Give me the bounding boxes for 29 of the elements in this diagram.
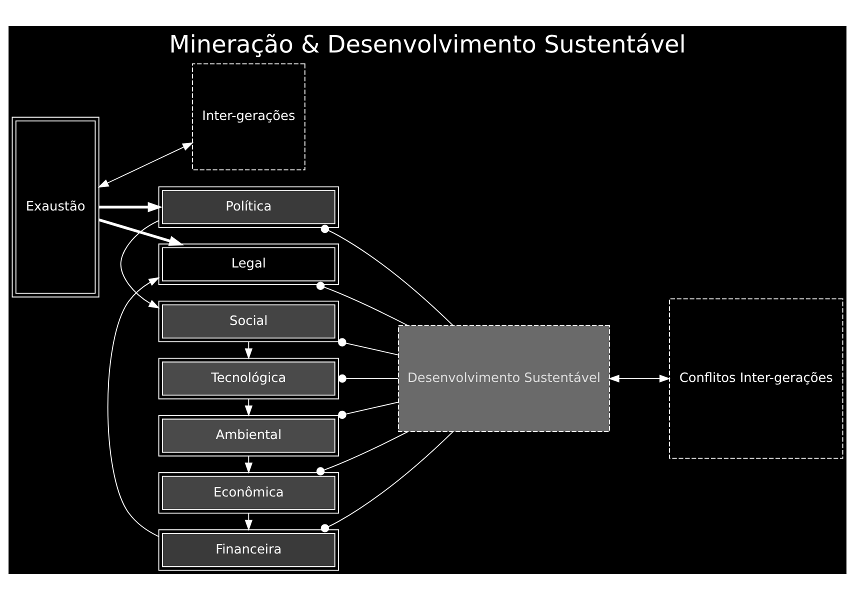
diagram-title: Mineração & Desenvolvimento Sustentável	[169, 30, 686, 58]
node-box: Legal	[158, 243, 339, 285]
arrow	[107, 276, 160, 536]
connector	[338, 374, 399, 382]
node-box: Conflitos Inter-gerações	[669, 298, 844, 458]
arrow	[120, 220, 160, 308]
connector	[320, 224, 454, 326]
node-box: Ambiental	[158, 414, 339, 456]
arrow	[244, 398, 253, 416]
arrow	[98, 201, 163, 212]
arrow	[608, 374, 671, 382]
node-box: Desenvolvimento Sustentável	[398, 324, 610, 432]
arrow	[98, 218, 184, 246]
node-box: Econômica	[158, 472, 339, 514]
node-box: Política	[158, 186, 339, 228]
node-box: Inter-gerações	[192, 62, 306, 170]
node-box: Financeira	[158, 528, 339, 570]
arrow	[98, 142, 194, 188]
connector	[316, 281, 408, 326]
arrow	[244, 340, 253, 359]
arrow	[244, 455, 253, 474]
node-box: Tecnológica	[158, 357, 339, 399]
node-box: Exaustão	[12, 116, 100, 297]
connector	[316, 430, 408, 475]
connector	[338, 401, 399, 418]
node-box: Social	[158, 300, 339, 342]
arrow	[244, 512, 253, 530]
connector	[320, 430, 454, 532]
connector	[338, 338, 399, 355]
